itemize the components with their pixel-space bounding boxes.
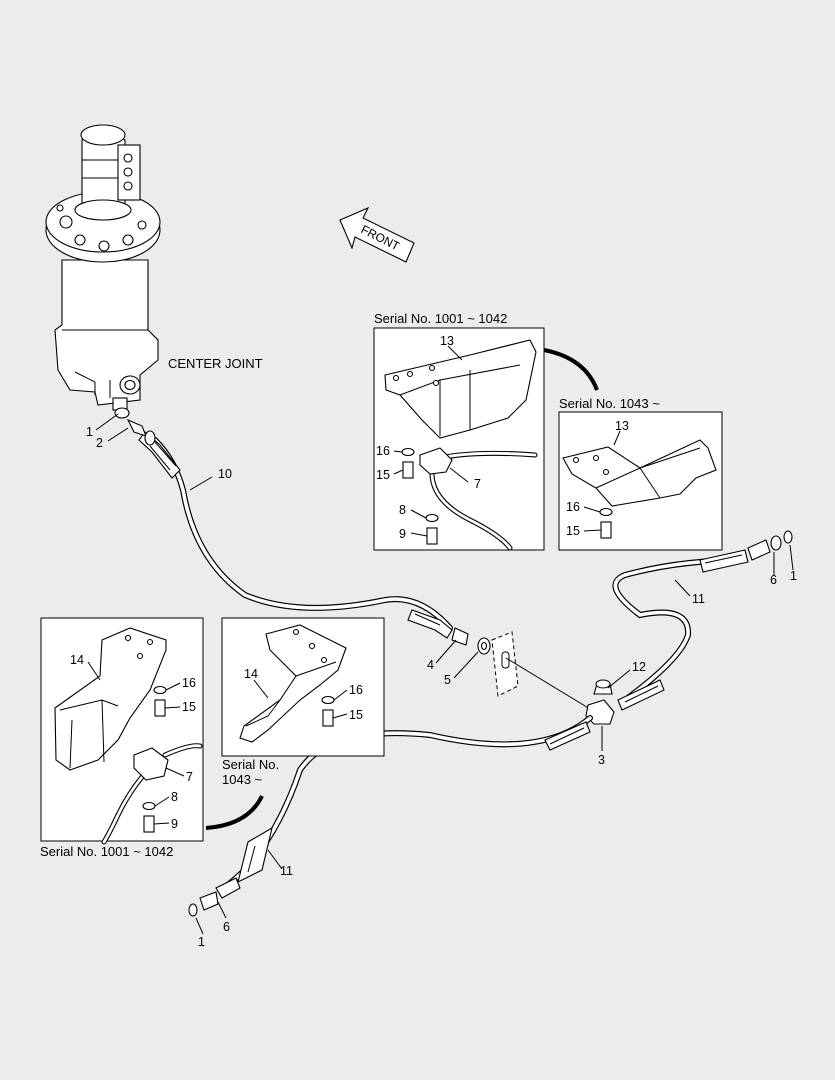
callout-15-d: 15 [349,708,363,722]
callout-13-a: 13 [440,334,454,348]
detail-box-b [558,411,723,551]
hose-10 [138,431,453,639]
callout-6-left: 6 [223,920,230,934]
callout-8-a: 8 [399,503,406,517]
callout-13-b: 13 [615,419,629,433]
callout-4: 4 [427,658,434,672]
callout-7-c: 7 [186,770,193,784]
hose-11-right [612,530,793,711]
callout-6-right: 6 [770,573,777,587]
serial-label-a: Serial No. 1001 ~ 1042 [374,311,507,326]
callout-3: 3 [598,753,605,767]
detail-box-a [373,327,545,551]
callout-15-b: 15 [566,524,580,538]
callout-11-right: 11 [692,592,705,606]
center-joint-label: CENTER JOINT [168,356,263,371]
callout-14-c: 14 [70,653,84,667]
callout-9-c: 9 [171,817,178,831]
callout-11-left: 11 [280,864,293,878]
callout-1-left: 1 [198,935,205,949]
leader-arc-c [205,795,264,830]
callout-8-c: 8 [171,790,178,804]
detail-box-c [40,617,204,845]
center-joint-assembly [45,124,161,411]
callout-2: 2 [96,436,103,450]
detail-box-d [221,617,385,757]
callout-15-c: 15 [182,700,196,714]
callout-numbers: 1 2 10 4 5 3 12 11 6 1 11 6 1 13 16 15 7… [70,334,797,949]
bracket-plate [491,631,519,697]
callout-10: 10 [218,467,232,481]
callout-9-a: 9 [399,527,406,541]
callout-12: 12 [632,660,646,674]
serial-label-d-line1: Serial No. [222,757,279,772]
leader-arc-a [543,348,599,391]
callout-1-right: 1 [790,569,797,583]
fitting-top [114,407,156,446]
fitting-4-5 [451,627,491,655]
callout-7-a: 7 [474,477,481,491]
leader-lines [87,345,794,935]
serial-label-d-line2: 1043 ~ [222,772,263,787]
callout-16-b: 16 [566,500,580,514]
serial-label-c: Serial No. 1001 ~ 1042 [40,844,173,859]
callout-1-top: 1 [86,425,93,439]
callout-15-a: 15 [376,468,390,482]
serial-label-b: Serial No. 1043 ~ [559,396,660,411]
callout-16-d: 16 [349,683,363,697]
callout-16-c: 16 [182,676,196,690]
callout-14-d: 14 [244,667,258,681]
callout-16-a: 16 [376,444,390,458]
callout-5: 5 [444,673,451,687]
